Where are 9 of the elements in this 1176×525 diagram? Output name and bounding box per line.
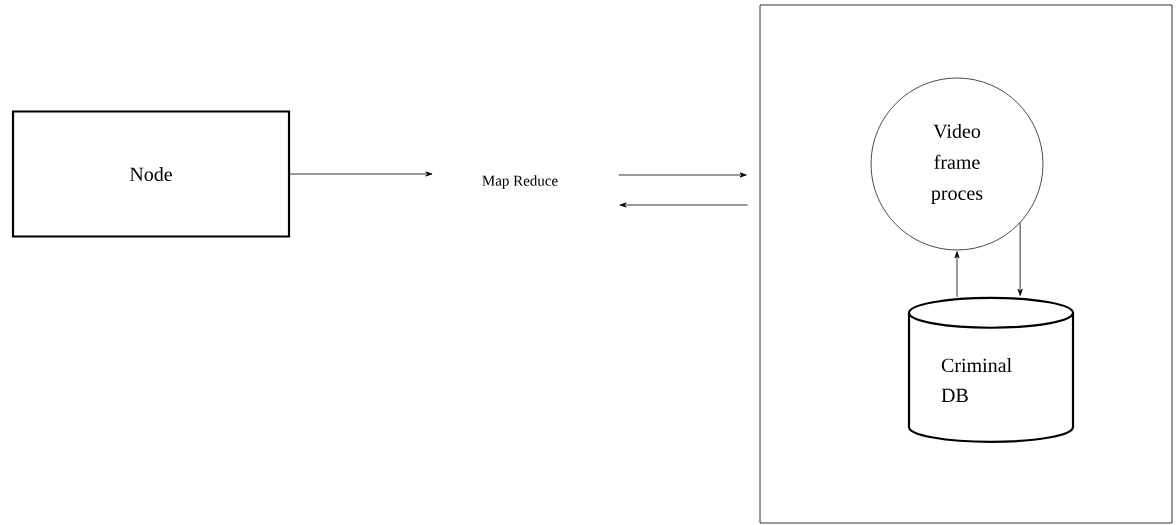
process-box: Node — [11, 110, 291, 238]
container-box — [759, 4, 1173, 524]
database-cylinder: Criminal DB — [907, 296, 1075, 443]
arrow — [618, 172, 747, 178]
arrow — [619, 202, 748, 208]
arrow — [1017, 222, 1023, 296]
arrow — [289, 171, 433, 177]
arrow — [954, 251, 960, 298]
process-label: Map Reduce — [482, 175, 558, 189]
